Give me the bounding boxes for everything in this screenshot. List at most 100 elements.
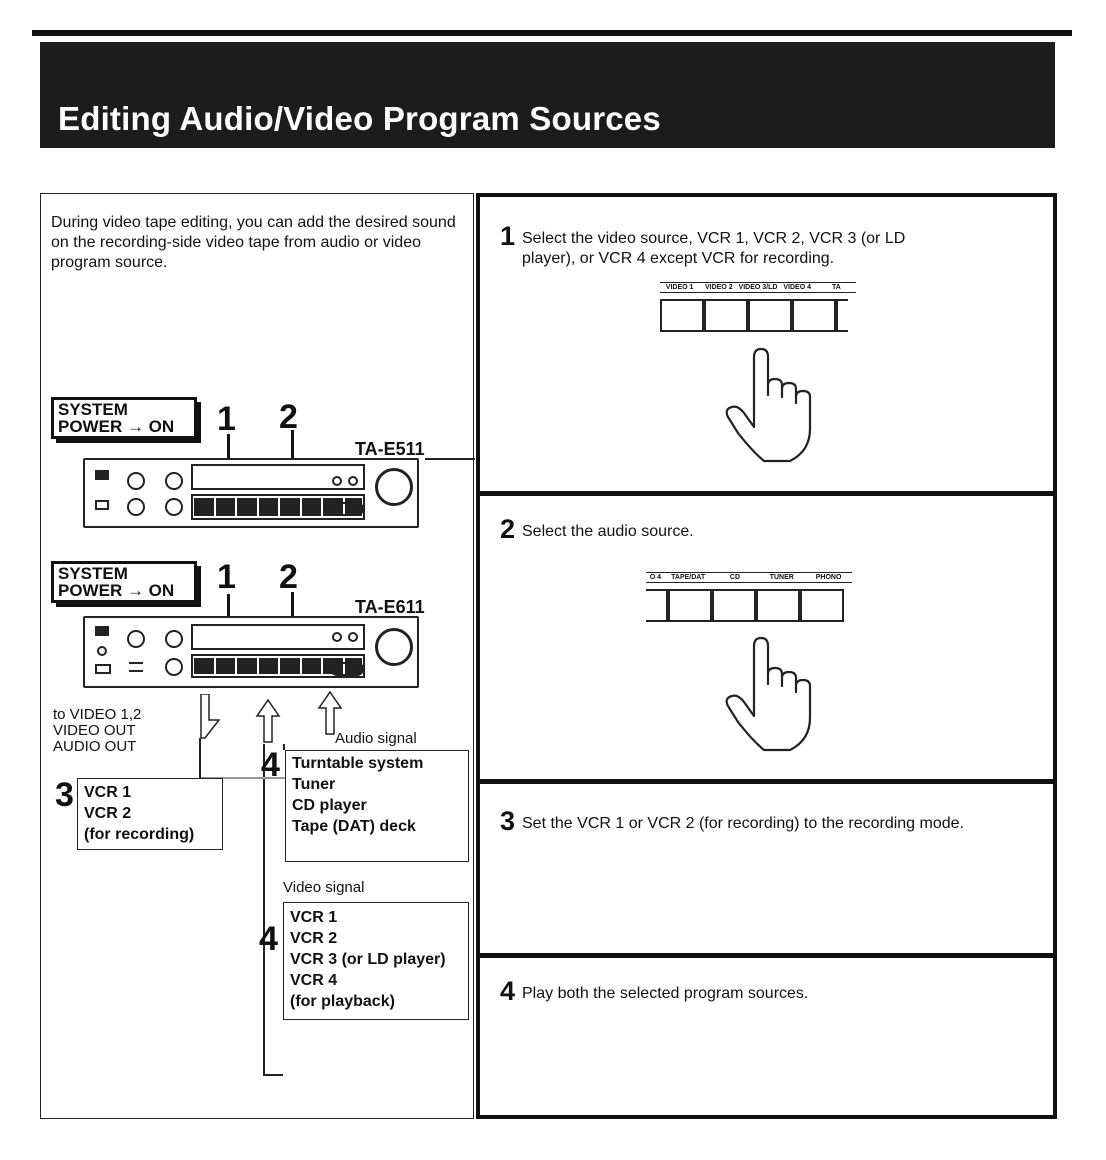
page-header: Editing Audio/Video Program Sources [40, 42, 1055, 148]
selector-label: CD [729, 574, 741, 581]
box4b-item: VCR 3 (or LD player) [290, 951, 446, 968]
system-power-label-bottom: SYSTEM POWER → ON [51, 561, 201, 607]
selector-buttons [191, 494, 365, 520]
small-knob [97, 646, 107, 656]
selector-key [800, 589, 844, 622]
selector-switch [129, 662, 143, 672]
arrow-up-outline-icon [317, 690, 343, 735]
small-knob [332, 476, 342, 486]
diagram-step4-label-audio: 4 [261, 746, 280, 784]
box-video-sources: VCR 1 VCR 2 VCR 3 (or LD player) VCR 4 (… [283, 902, 469, 1020]
box4b-item: VCR 1 [290, 909, 338, 926]
arrow-down-outline-icon [200, 694, 221, 739]
box4a-item: Tuner [292, 776, 336, 793]
receiver-ta-e611 [83, 616, 419, 688]
connector-line [199, 738, 201, 778]
box4b-item: (for playback) [290, 993, 395, 1010]
power-button [95, 626, 109, 636]
power-button [95, 470, 109, 480]
volume-knob [375, 468, 413, 506]
small-knob [332, 632, 342, 642]
knob [165, 630, 183, 648]
knob [127, 630, 145, 648]
intro-text: During video tape editing, you can add t… [51, 214, 456, 271]
step-3: 3 Set the VCR 1 or VCR 2 (for recording)… [480, 784, 1053, 958]
selector-label: PHONO [815, 574, 842, 581]
box4a-item: Tape (DAT) deck [292, 818, 416, 835]
hand-pointer-icon [725, 636, 812, 752]
selector-key [792, 299, 836, 332]
video-selector-buttons: VIDEO 1 VIDEO 2 VIDEO 3/LD VIDEO 4 TA [660, 282, 856, 332]
video-signal-label: Video signal [283, 879, 365, 896]
page-title: Editing Audio/Video Program Sources [58, 100, 661, 137]
selector-keys [646, 589, 852, 622]
knob [127, 472, 145, 490]
selector-key [704, 299, 748, 332]
to-video-line3: AUDIO OUT [53, 738, 137, 755]
to-video-label: to VIDEO 1,2 VIDEO OUT AUDIO OUT [53, 707, 193, 755]
step-2: 2 Select the audio source. O 4 TAPE/DAT … [480, 496, 1053, 784]
arrow-up-outline-icon [255, 698, 281, 743]
connector-line-dotted [201, 777, 285, 779]
step-text: Select the video source, VCR 1, VCR 2, V… [522, 230, 906, 267]
selector-label: O 4 [649, 574, 662, 581]
step-text: Select the audio source. [522, 523, 694, 540]
header-rule [32, 30, 1072, 36]
knob [165, 658, 183, 676]
volume-knob [375, 628, 413, 666]
left-panel: During video tape editing, you can add t… [40, 193, 475, 1119]
small-knob [348, 476, 358, 486]
hand-pointer-icon [725, 347, 812, 463]
model-label-bottom: TA-E611 [355, 597, 425, 617]
selector-key [712, 589, 756, 622]
audio-selector-buttons: O 4 TAPE/DAT CD TUNER PHONO [646, 572, 852, 622]
selector-keys [660, 299, 856, 332]
selector-label: VIDEO 4 [783, 284, 812, 291]
system-label-line1: SYSTEM [58, 400, 128, 419]
selector-label: VIDEO 1 [665, 284, 694, 291]
selector-key [660, 299, 704, 332]
box-audio-sources: Turntable system Tuner CD player Tape (D… [285, 750, 469, 862]
box4a-item: CD player [292, 797, 367, 814]
system-power-label-top: SYSTEM POWER → ON [51, 397, 201, 443]
system-label-line2: POWER → ON [58, 417, 175, 436]
small-knob [348, 632, 358, 642]
step-text: Play both the selected program sources. [522, 985, 809, 1002]
step-number: 3 [500, 806, 516, 836]
selector-labels: VIDEO 1 VIDEO 2 VIDEO 3/LD VIDEO 4 TA [660, 282, 856, 293]
box3-item: VCR 1 [84, 784, 132, 801]
selector-key [646, 589, 668, 622]
step-number: 1 [500, 221, 516, 251]
to-video-line1: to VIDEO 1,2 [53, 706, 142, 723]
audio-signal-label: Audio signal [335, 730, 417, 747]
box-vcr-recording: VCR 1 VCR 2 (for recording) [77, 778, 223, 850]
diagram-step4-label-video: 4 [259, 920, 278, 958]
right-panel: 1 Select the video source, VCR 1, VCR 2,… [476, 193, 1057, 1119]
system-label-line1: SYSTEM [58, 564, 128, 583]
system-label-line2: POWER → ON [58, 581, 175, 600]
selector-key [836, 299, 848, 332]
diagram-step2-label-bottom: 2 [279, 558, 298, 596]
connector-line [283, 744, 285, 750]
selector-label: TAPE/DAT [671, 574, 706, 581]
box4a-item: Turntable system [292, 755, 424, 772]
knob [127, 498, 145, 516]
step-text: Set the VCR 1 or VCR 2 (for recording) t… [522, 815, 964, 832]
knob [165, 498, 183, 516]
diagram-step1-label-bottom: 1 [217, 558, 236, 596]
mode-buttons [330, 502, 364, 516]
receiver-ta-e511 [83, 458, 419, 528]
knob [165, 472, 183, 490]
leader-line [425, 458, 475, 460]
to-video-line2: VIDEO OUT [53, 722, 136, 739]
display-window [191, 464, 365, 490]
connector-line [263, 1074, 283, 1076]
step-1: 1 Select the video source, VCR 1, VCR 2,… [480, 197, 1053, 496]
selector-key [748, 299, 792, 332]
selector-label: VIDEO 2 [704, 284, 733, 291]
step-4: 4 Play both the selected program sources… [480, 958, 1053, 1115]
step-number: 2 [500, 514, 516, 544]
diagram-step3-label: 3 [55, 776, 74, 814]
selector-label: TA [832, 284, 841, 291]
diagram-step2-label-top: 2 [279, 398, 298, 436]
